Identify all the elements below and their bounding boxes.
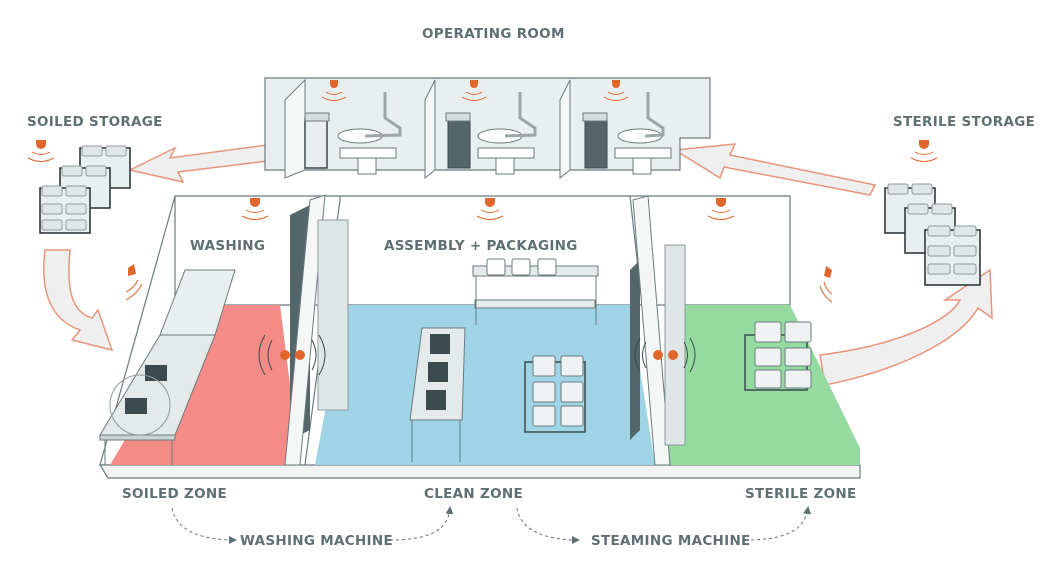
dashed-arrow-clean-to-steamer [516, 507, 580, 544]
washing-sensor [241, 198, 269, 220]
door-sensor-left [258, 334, 326, 376]
sterile-storage-sensor [910, 140, 938, 162]
or-bay-3 [559, 79, 672, 180]
sterile-side-sensor [819, 266, 833, 303]
dashed-arrow-steamer-to-sterile [744, 506, 812, 541]
dashed-arrow-soiled-to-washer [171, 507, 237, 544]
or-sensor-3 [603, 80, 629, 101]
soiled-zone-label: SOILED ZONE [122, 486, 228, 502]
washing-station [99, 269, 236, 465]
assembly-cart [524, 355, 586, 433]
partition-clean-sterile [630, 195, 696, 466]
assembly-back-table [472, 258, 599, 325]
washing-side-sensor [125, 264, 143, 301]
door-sensor-right [634, 337, 696, 373]
soiled-storage-carts [27, 140, 131, 234]
or-bay-2 [424, 79, 537, 180]
flow-arrow-soiled-to-washing [43, 249, 114, 352]
sterile-storage-label: STERILE STORAGE [893, 114, 1036, 130]
sterile-sensor [707, 198, 735, 220]
clean-zone-label: CLEAN ZONE [424, 486, 523, 502]
soiled-storage-label: SOILED STORAGE [27, 114, 163, 130]
flow-arrow-sterile-zone-to-storage [819, 268, 993, 386]
operating-room [264, 77, 711, 180]
partition-soiled-clean [258, 194, 349, 466]
flow-arrow-sterile-storage-to-or [672, 143, 877, 196]
dashed-arrow-washer-to-clean [389, 506, 454, 541]
operating-room-label: OPERATING ROOM [422, 26, 565, 42]
sterile-cart [744, 321, 812, 391]
assembly-sensor [476, 198, 504, 220]
or-sensor-1 [321, 80, 347, 101]
or-bay-1 [284, 78, 402, 179]
soiled-storage-sensor [27, 140, 55, 162]
assembly-front-table [409, 327, 466, 462]
or-sensor-2 [461, 80, 487, 101]
clean-zone-floor [315, 305, 655, 465]
sterile-storage-carts [884, 140, 981, 286]
sterile-zone-label: STERILE ZONE [745, 486, 857, 502]
washing-machine-label: WASHING MACHINE [240, 533, 393, 549]
assembly-packaging-label: ASSEMBLY + PACKAGING [384, 238, 578, 254]
washing-label: WASHING [190, 238, 266, 254]
steaming-machine-label: STEAMING MACHINE [591, 533, 751, 549]
